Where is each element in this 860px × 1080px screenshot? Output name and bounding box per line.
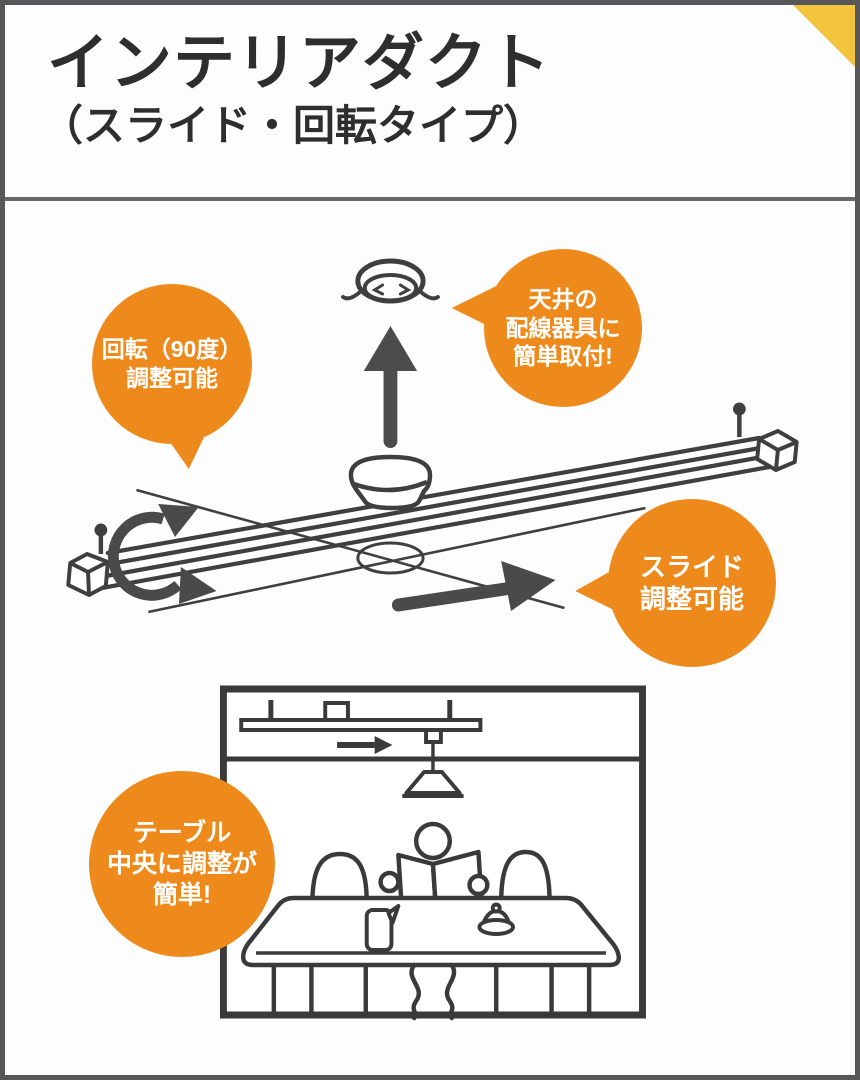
callout-slide-line1: スライド: [639, 551, 744, 582]
ceiling-outlet-icon: [341, 258, 440, 304]
dining-table: [240, 895, 622, 1017]
callout-table-line3: 簡単!: [152, 880, 212, 909]
header: インテリアダクト （スライド・回転タイプ）: [5, 5, 855, 201]
callout-table-line2: 中央に調整が: [106, 849, 257, 878]
mounting-pin-right: [732, 402, 746, 437]
slide-arrow-icon: [391, 561, 556, 612]
callout-slide: スライド 調整可能: [608, 499, 776, 667]
product-subtitle: （スライド・回転タイプ）: [41, 102, 546, 150]
mounting-pin-left: [94, 523, 108, 554]
person-right: [498, 849, 552, 904]
teapot-icon: [477, 902, 515, 936]
illustration-canvas: [66, 258, 799, 1021]
scene-box: [219, 685, 646, 1021]
pendant-light-icon: [402, 728, 464, 798]
callout-rotate-line2: 調整可能: [126, 365, 218, 391]
scene-slide-arrow-icon: [337, 736, 393, 754]
callout-ceiling-line3: 簡単取付!: [513, 343, 613, 370]
swivel-joint: [356, 541, 425, 575]
pitcher-icon: [364, 904, 401, 952]
rotation-arrow-icon: [107, 504, 217, 604]
callout-ceiling-line1: 天井の: [528, 286, 598, 313]
person-left: [310, 851, 369, 904]
person-center-legs: [409, 962, 457, 1021]
callout-table-center: テーブル 中央に調整が 簡単!: [89, 771, 275, 957]
canopy: [348, 454, 433, 511]
scene-ceiling-rail: [239, 700, 483, 732]
callout-rotate: 回転（90度） 調整可能: [92, 284, 252, 444]
main-illustration-area: 回転（90度） 調整可能 天井の 配線器具に 簡単取付! スライド 調整可能 テ…: [5, 201, 855, 1071]
callout-table-line1: テーブル: [132, 818, 232, 847]
corner-fold-decoration: [793, 5, 855, 67]
callout-slide-line2: 調整可能: [639, 584, 744, 614]
duct-rail: [88, 435, 778, 593]
rail-end-cap-right: [755, 429, 799, 472]
callout-ceiling-mount: 天井の 配線器具に 簡単取付!: [484, 249, 642, 407]
person-center-reading: [378, 821, 490, 912]
callout-rotate-line1: 回転（90度）: [101, 336, 243, 363]
table-legs: [271, 965, 592, 1017]
product-title: インテリアダクト: [47, 29, 552, 98]
up-arrow-icon: [363, 326, 418, 448]
callout-ceiling-line2: 配線器具に: [505, 314, 621, 341]
rail-end-cap-left: [66, 552, 110, 597]
